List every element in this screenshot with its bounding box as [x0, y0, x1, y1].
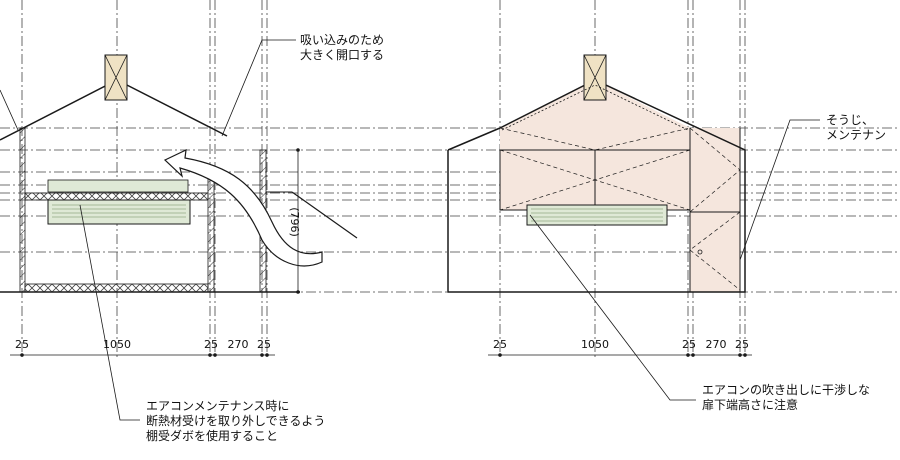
right-side-cabinet-fill — [690, 128, 740, 292]
left-floor — [24, 283, 209, 293]
left-dim-5: 25 — [257, 338, 271, 351]
right-dim-2: 1050 — [581, 338, 609, 351]
right-bottom-note-2: 扉下端高さに注意 — [702, 397, 798, 412]
left-bottom-note-3: 棚受ダボを使用すること — [146, 428, 278, 443]
left-wall-left — [19, 127, 26, 293]
left-wall-mid — [207, 171, 215, 293]
left-bottom-note-2: 断熱材受けを取り外しできるよう — [146, 413, 325, 428]
right-outline — [447, 79, 746, 293]
left-dim-4: 270 — [228, 338, 249, 351]
right-dim-3: 25 — [682, 338, 696, 351]
right-side-note-2: メンテナン — [826, 128, 886, 142]
left-dim-1: 25 — [15, 338, 29, 351]
left-top-note-2: 大きく開口する — [300, 48, 384, 62]
right-cabinet-fill — [500, 80, 690, 210]
left-top-note-1: 吸い込みのため — [300, 33, 384, 47]
left-ac-unit — [47, 199, 191, 225]
right-view: そうじ、 メンテナン エアコンの吹き出しに干渉しな 扉下端高さに注意 25 10… — [447, 54, 886, 412]
left-dim-3: 25 — [204, 338, 218, 351]
right-ac-unit — [526, 204, 668, 226]
left-bottom-leader — [79, 204, 140, 421]
right-dim-1: 25 — [493, 338, 507, 351]
right-side-leader — [739, 119, 820, 261]
right-bottom-leader — [529, 214, 696, 401]
left-dim-2: 1050 — [103, 338, 131, 351]
left-view: (796) 吸い込みのため 大きく開口する エアコンメンテナンス時に 断熱材受け… — [0, 33, 384, 443]
left-shelf — [24, 192, 209, 201]
left-bottom-note-1: エアコンメンテナンス時に — [146, 399, 289, 413]
left-vertical-dim: (796) — [288, 207, 301, 237]
right-dim-4: 270 — [706, 338, 727, 351]
right-bottom-note-1: エアコンの吹き出しに干渉しな — [702, 382, 870, 397]
right-side-note-1: そうじ、 — [826, 113, 874, 127]
airflow-arrow — [163, 148, 323, 267]
right-dim-5: 25 — [735, 338, 749, 351]
left-top-leader — [221, 39, 296, 137]
